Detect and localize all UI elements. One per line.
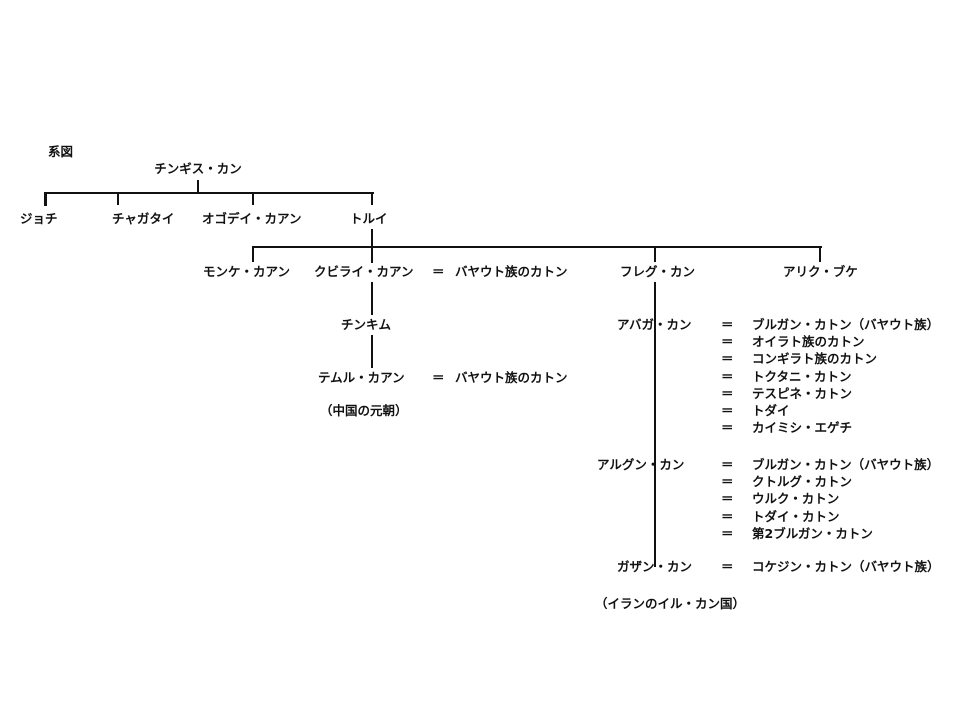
node-grandson: クビライ・カアン	[314, 264, 414, 279]
spouse: テスピネ・カトン	[752, 385, 853, 401]
spouse: バヤウト族のカトン	[455, 370, 568, 385]
line	[654, 282, 656, 567]
equals-sign: ＝	[721, 368, 734, 384]
node-grandson: フレグ・カン	[620, 264, 696, 279]
spouse: 第2ブルガン・カトン	[752, 525, 873, 541]
equals-sign: ＝	[721, 525, 734, 541]
node-son: オゴデイ・カアン	[202, 211, 302, 226]
line	[252, 192, 254, 205]
node-son: トルイ	[350, 211, 388, 226]
line	[44, 192, 47, 206]
node-chinkim: チンキム	[341, 317, 392, 332]
line	[252, 246, 254, 262]
spouse: コケジン・カトン（バヤウト族）	[752, 559, 940, 574]
spouse: コンギラト族のカトン	[752, 351, 878, 367]
equals-sign: ＝	[432, 264, 445, 279]
spouse: トダイ	[752, 403, 790, 418]
dynasty-label: （中国の元朝）	[320, 403, 408, 418]
spouse: オイラト族のカトン	[752, 334, 865, 350]
node-root: チンギス・カン	[154, 161, 242, 176]
equals-sign: ＝	[721, 420, 734, 436]
line	[197, 180, 199, 194]
line	[654, 246, 656, 262]
diagram-title: 系図	[48, 144, 74, 159]
line	[371, 335, 373, 368]
node-grandson: モンケ・カアン	[203, 264, 291, 279]
line	[371, 192, 373, 205]
spouse: ウルク・カトン	[752, 491, 840, 507]
spouse: ブルガン・カトン（バヤウト族）	[752, 317, 940, 332]
equals-sign: ＝	[721, 457, 734, 472]
equals-sign: ＝	[721, 317, 734, 332]
spouse: クトルグ・カトン	[752, 474, 853, 490]
line	[252, 246, 822, 248]
spouse: トダイ・カトン	[752, 508, 840, 524]
equals-sign: ＝	[721, 351, 734, 367]
equals-sign: ＝	[721, 491, 734, 507]
line	[819, 246, 821, 262]
equals-sign: ＝	[721, 334, 734, 350]
equals-sign: ＝	[432, 370, 445, 385]
node-temur: テムル・カアン	[318, 370, 405, 385]
equals-sign: ＝	[721, 559, 734, 574]
line	[44, 192, 374, 194]
spouse: トクタニ・カトン	[752, 368, 852, 384]
equals-sign: ＝	[721, 508, 734, 524]
dynasty-label: （イランのイル・カン国）	[595, 596, 746, 611]
line	[371, 282, 373, 315]
node-son: ジョチ	[20, 211, 58, 226]
node-abaqa: アバガ・カン	[617, 317, 692, 332]
equals-sign: ＝	[721, 385, 734, 401]
node-ghazan: ガザン・カン	[617, 559, 693, 574]
line	[117, 192, 119, 205]
node-son: チャガタイ	[112, 211, 175, 226]
equals-sign: ＝	[721, 403, 734, 418]
node-arghun: アルグン・カン	[597, 457, 685, 472]
equals-sign: ＝	[721, 474, 734, 490]
node-grandson: アリク・ブケ	[783, 264, 858, 279]
spouse: ブルガン・カトン（バヤウト族）	[752, 457, 940, 472]
spouse: バヤウト族のカトン	[455, 264, 568, 279]
spouse: カイミシ・エゲチ	[752, 420, 853, 436]
